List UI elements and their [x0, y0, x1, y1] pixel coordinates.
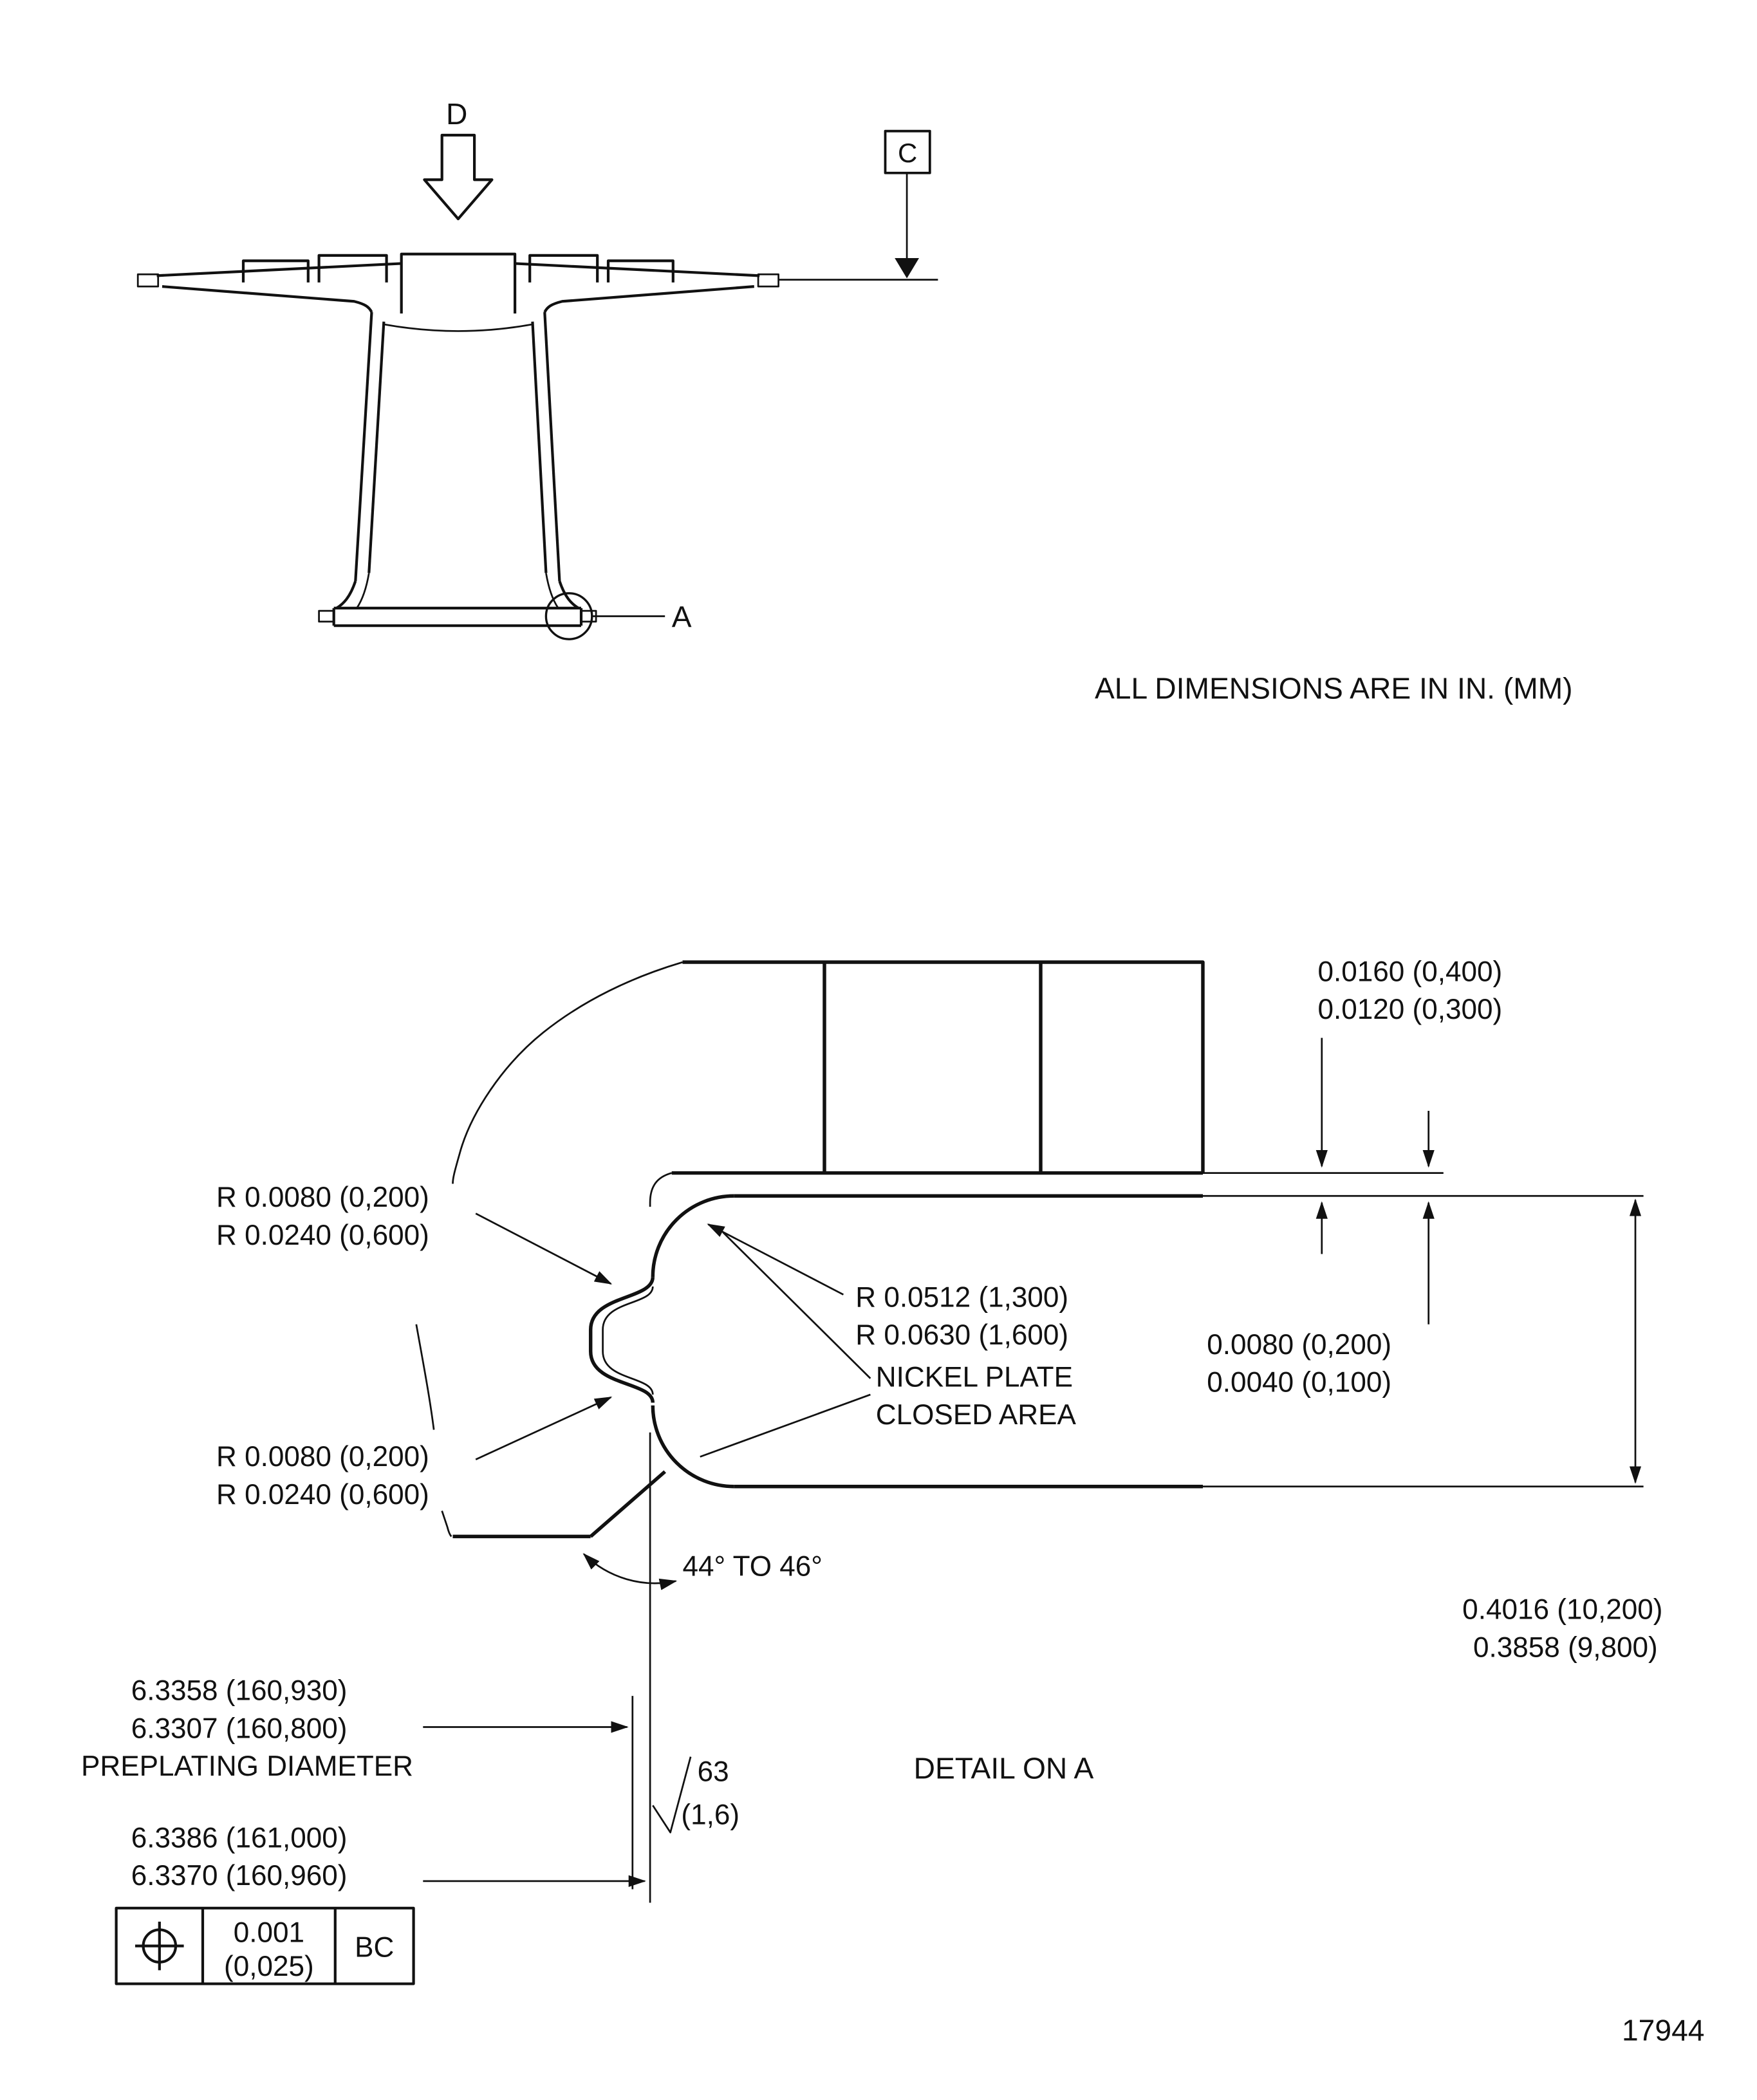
left-outer-boss-line — [241, 259, 310, 283]
chamfer-angle-label: 44° TO 46° — [683, 1550, 823, 1582]
chamfer-line — [589, 1470, 666, 1538]
left-inner-boss-line — [317, 254, 388, 283]
nickel-plate-line2: CLOSED AREA — [876, 1399, 1077, 1431]
nickel-plate-leader-top — [722, 1231, 871, 1379]
feature-control-frame: 0.001 (0,025) BC — [115, 1906, 415, 1985]
fcf-tolerance-mm: (0,025) — [224, 1951, 314, 1982]
upper-corner-radius-line1: R 0.0080 (0,200) — [216, 1182, 429, 1213]
stem-inner-right-line — [531, 321, 548, 573]
center-block-line — [400, 252, 517, 314]
datum-triangle-icon — [895, 258, 919, 279]
stem-inner-left-line — [367, 321, 386, 573]
units-note: ALL DIMENSIONS ARE IN IN. (MM) — [1095, 672, 1573, 705]
down-arrow-icon — [423, 133, 494, 221]
stem-outer-left-line — [354, 311, 373, 582]
fcf-box — [115, 1906, 415, 1985]
chamfer-angle-arc — [582, 1553, 678, 1590]
plated-diameter-line1: 6.3386 (161,000) — [131, 1822, 348, 1854]
lower-break-line-a — [415, 1324, 435, 1430]
side-plate-thickness-line1: 0.0080 (0,200) — [1207, 1329, 1391, 1361]
mouth-radius-line1: R 0.0512 (1,300) — [855, 1281, 1068, 1313]
datum-c-label: C — [898, 138, 917, 168]
right-inner-boss-line — [528, 254, 599, 283]
surface-finish-value: 63 — [698, 1756, 729, 1787]
base-fillet-left-line — [335, 581, 357, 609]
load-direction-label: D — [446, 97, 467, 131]
stem-outer-right-line — [543, 311, 561, 582]
right-wing-top-line — [514, 262, 760, 277]
lower-corner-radius-leader — [475, 1396, 613, 1460]
base-left-tab-line — [318, 609, 335, 623]
mouth-radius-leader — [707, 1223, 844, 1296]
nickel-plate-leader-bottom — [700, 1393, 871, 1458]
right-tab-line — [757, 273, 779, 288]
detail-a-view: 0.0160 (0,400) 0.0120 (0,300) 0.0080 (0,… — [81, 956, 1662, 1985]
detail-title: DETAIL ON A — [914, 1751, 1094, 1785]
preplating-diameter-line1: 6.3358 (160,930) — [131, 1675, 348, 1706]
fcf-tolerance: 0.001 — [234, 1917, 304, 1948]
nickel-plate-line1: NICKEL PLATE — [876, 1361, 1073, 1393]
base-fillet-left-inner-line — [356, 573, 370, 609]
land-block-outline — [682, 960, 1205, 1173]
surface-finish-icon — [652, 1756, 692, 1834]
side-plate-thickness-line2: 0.0040 (0,100) — [1207, 1367, 1391, 1398]
groove-mouth-top-fillet — [651, 1194, 734, 1278]
mouth-radius-line2: R 0.0630 (1,600) — [855, 1319, 1068, 1351]
fcf-datum-ref: BC — [355, 1931, 394, 1963]
upper-break-line — [452, 961, 683, 1184]
surface-hook-line — [649, 1172, 673, 1207]
left-wing-bottom-line — [162, 285, 373, 313]
groove-width-line1: 0.4016 (10,200) — [1462, 1594, 1662, 1625]
lower-break-line-b — [441, 1510, 452, 1538]
groove-root-outline — [588, 1276, 655, 1404]
groove-width-line2: 0.3858 (9,800) — [1473, 1631, 1658, 1663]
upper-corner-radius-line2: R 0.0240 (0,600) — [216, 1220, 429, 1251]
left-wing-top-line — [156, 262, 402, 277]
piston-section-view: D A C — [136, 97, 938, 640]
lower-corner-radius-line1: R 0.0080 (0,200) — [216, 1441, 429, 1473]
groove-root-inner-outline — [602, 1286, 654, 1395]
surface-finish-sub: (1,6) — [681, 1799, 739, 1831]
detail-a-label: A — [672, 600, 692, 633]
upper-corner-radius-leader — [475, 1213, 613, 1285]
figure-number: 17944 — [1622, 2014, 1704, 2047]
right-wing-bottom-line — [543, 285, 754, 313]
lower-corner-radius-line2: R 0.0240 (0,600) — [216, 1479, 429, 1510]
top-plate-thickness-line2: 0.0120 (0,300) — [1318, 994, 1503, 1025]
groove-mouth-bottom-fillet — [651, 1405, 734, 1489]
stem-interior-top-line — [384, 323, 533, 332]
preplating-diameter-line3: PREPLATING DIAMETER — [81, 1751, 413, 1782]
preplating-diameter-line2: 6.3307 (160,800) — [131, 1713, 348, 1744]
plated-diameter-line2: 6.3370 (160,960) — [131, 1860, 348, 1891]
top-plate-thickness-line1: 0.0160 (0,400) — [1318, 956, 1503, 987]
base-fillet-right-inner-line — [545, 573, 559, 609]
left-tab-line — [136, 273, 160, 288]
